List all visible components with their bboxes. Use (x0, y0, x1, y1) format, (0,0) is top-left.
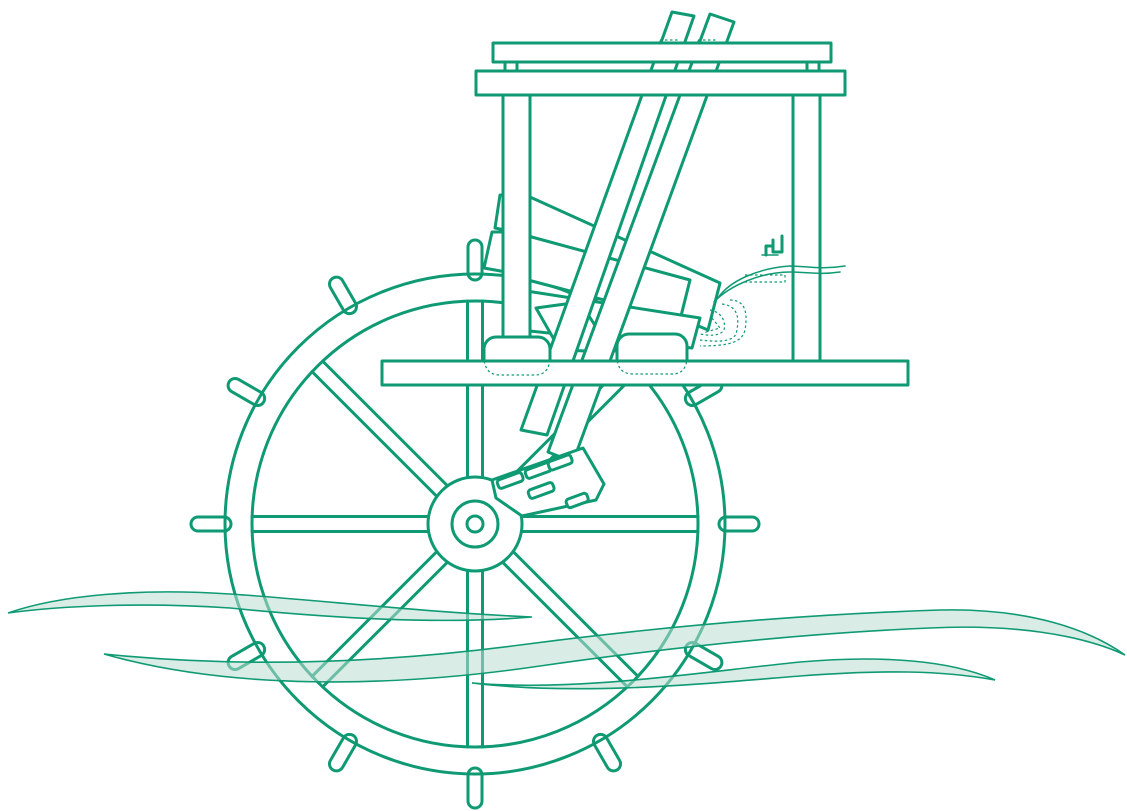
wheel-paddle (189, 515, 233, 533)
deck-block-left-hidden (483, 355, 551, 376)
bracket-slot-4 (526, 481, 556, 500)
wave-upper-left (7, 591, 533, 622)
post-left (501, 93, 532, 363)
wheel-rim-outer (223, 272, 727, 776)
deck-platform (380, 359, 910, 387)
wheel-paddle (466, 766, 484, 810)
chute-board-back (519, 10, 696, 437)
wheel-spoke (250, 515, 700, 533)
pipe-line-1 (717, 265, 846, 299)
bracket-slot-3 (546, 453, 574, 472)
drip-net-inner (699, 303, 739, 342)
wheel-spoke (466, 299, 484, 749)
pipe-line-2 (713, 271, 841, 303)
drip-net (699, 299, 747, 347)
wheel-paddle (592, 732, 622, 773)
wheel-paddle (466, 238, 484, 282)
pipe-clip (745, 274, 786, 283)
clamp-bracket (490, 446, 606, 518)
chute (519, 10, 736, 464)
wheel-paddle (328, 275, 358, 316)
faucet-icon (761, 234, 784, 257)
bracket-slot-1 (495, 471, 525, 490)
faucet-spout (764, 244, 775, 257)
drip-pipe (699, 265, 846, 347)
top-beam (491, 41, 833, 64)
faucet-body (771, 234, 784, 254)
drip-net-core (699, 309, 726, 336)
wheel-paddle (328, 732, 358, 773)
post-right (791, 93, 822, 363)
drip-net-tip (704, 316, 722, 333)
wheel-rim-inner (250, 299, 700, 749)
frame (380, 41, 910, 387)
wheel-axle (465, 514, 485, 534)
wheel-paddle (226, 377, 267, 407)
wave-icon (7, 591, 1126, 690)
wave-lower-right (471, 658, 996, 690)
crossbeam (474, 69, 847, 97)
wheel-spoke (310, 359, 640, 689)
deck-block-right-hidden (616, 355, 688, 375)
bracket-slot-5 (564, 491, 590, 510)
wave-long (103, 609, 1126, 683)
wheel-paddle (717, 515, 761, 533)
